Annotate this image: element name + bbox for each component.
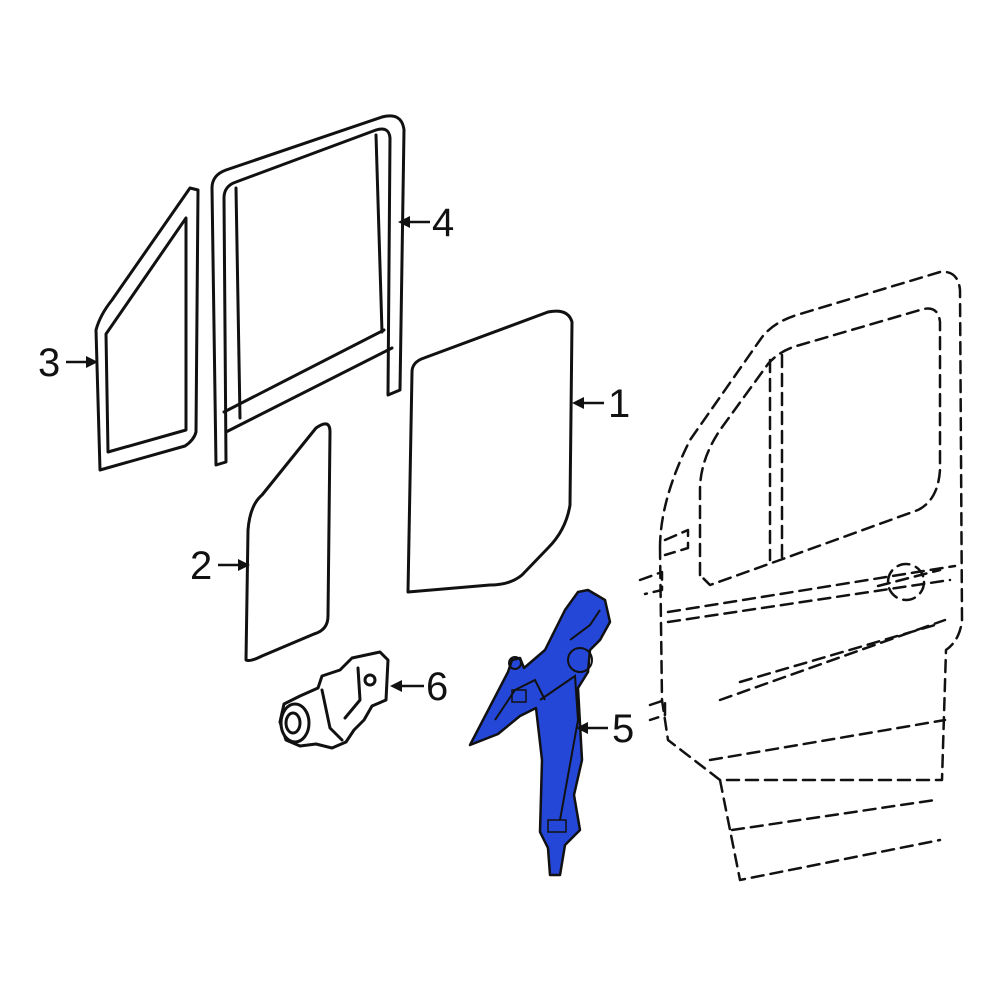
callout-6-leader — [390, 680, 424, 692]
door-shell-outline — [638, 270, 964, 882]
callout-2-leader — [218, 559, 250, 571]
callout-2-label: 2 — [190, 544, 212, 588]
part-6-window-motor[interactable] — [278, 650, 390, 750]
callout-3-leader — [66, 356, 98, 368]
callout-4-label: 4 — [432, 201, 454, 245]
callout-1-leader — [572, 397, 604, 409]
part-5-window-regulator[interactable] — [468, 588, 612, 877]
part-4-glass-run-channel[interactable] — [210, 114, 406, 467]
callout-4-leader — [398, 216, 430, 228]
callout-5-leader — [576, 722, 608, 734]
part-2-vent-glass[interactable] — [244, 422, 332, 662]
part-3-vent-window-seal[interactable] — [94, 186, 200, 472]
callout-6-label: 6 — [426, 665, 448, 709]
callout-5-label: 5 — [612, 707, 634, 751]
part-1-door-glass[interactable] — [406, 309, 574, 594]
callout-3-label: 3 — [38, 341, 60, 385]
callout-1-label: 1 — [608, 382, 630, 426]
